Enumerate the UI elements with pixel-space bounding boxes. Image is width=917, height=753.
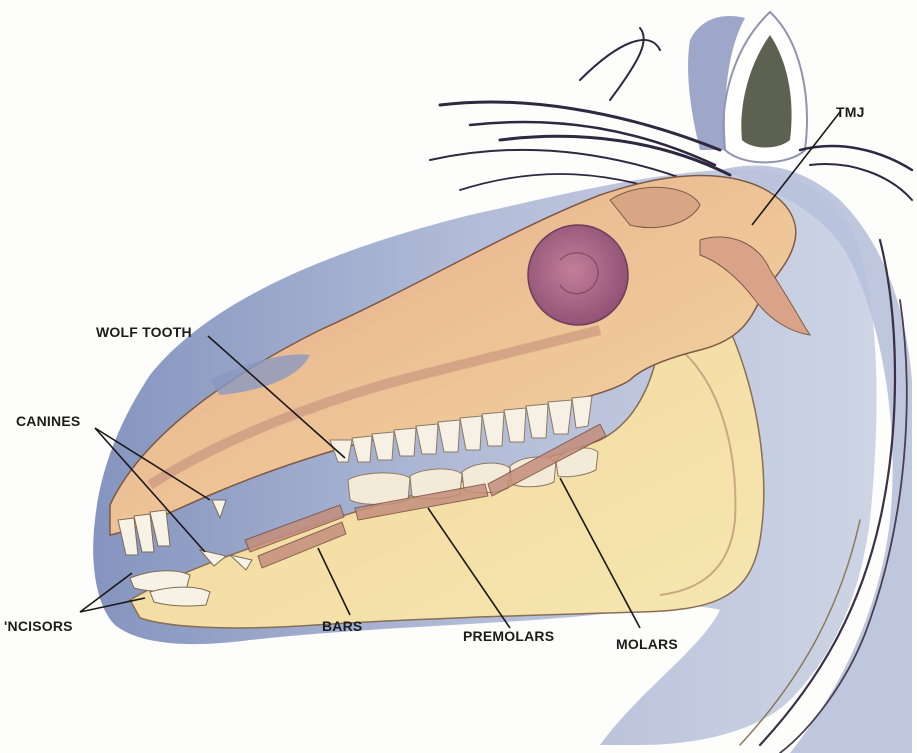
label-bars: BARS <box>322 618 362 634</box>
label-wolf-tooth: WOLF TOOTH <box>96 324 192 340</box>
label-incisors: 'NCISORS <box>4 618 73 634</box>
label-molars: MOLARS <box>616 636 678 652</box>
ear <box>688 12 807 162</box>
label-tmj: TMJ <box>836 104 865 120</box>
label-premolars: PREMOLARS <box>463 628 554 644</box>
eye-socket <box>528 225 628 325</box>
label-canines: CANINES <box>16 413 80 429</box>
